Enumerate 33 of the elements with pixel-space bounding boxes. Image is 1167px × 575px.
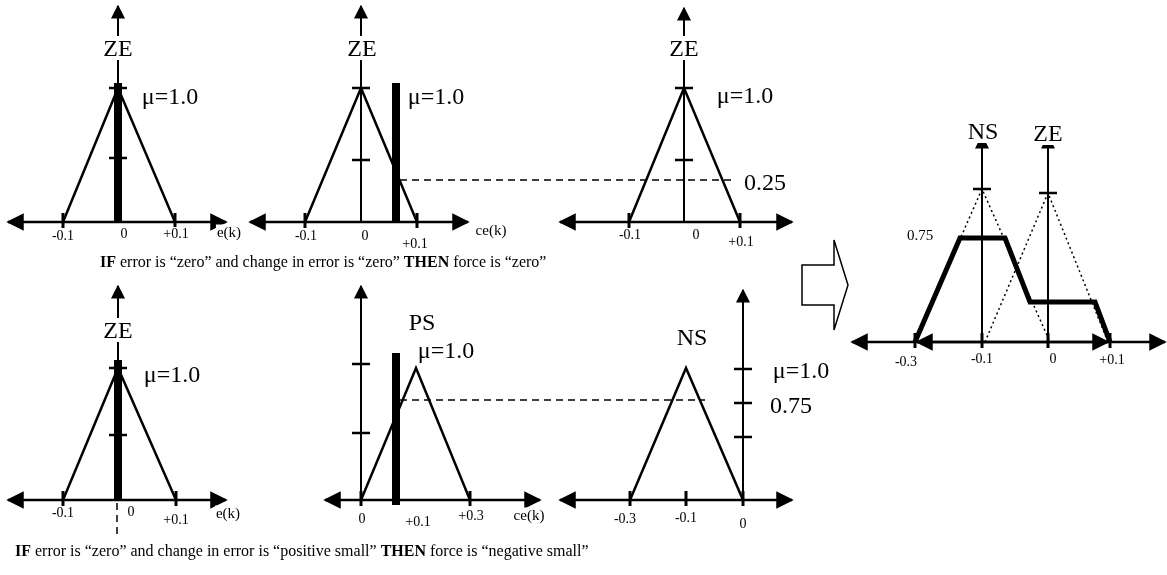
tick-label: 0 bbox=[1048, 352, 1058, 366]
tick-label: +0.3 bbox=[457, 509, 485, 523]
axis-label: ce(k) bbox=[512, 507, 546, 523]
tick-label: 0 bbox=[691, 228, 701, 242]
tick-label: 0 bbox=[738, 517, 748, 531]
tick-label: 0 bbox=[126, 505, 136, 519]
axis-label: ce(k) bbox=[474, 222, 508, 238]
tick-label: -0.1 bbox=[617, 228, 643, 242]
tick-label: +0.1 bbox=[162, 227, 190, 241]
tick-label: -0.1 bbox=[50, 229, 76, 243]
axis-label: e(k) bbox=[215, 224, 243, 240]
set-label: ZE bbox=[346, 36, 378, 60]
set-label: ZE bbox=[668, 36, 700, 60]
rule-sentence: IF error is “zero” and change in error is “zero” THEN force is “zero” bbox=[100, 254, 547, 270]
tick-label: +0.1 bbox=[162, 513, 190, 527]
tick-label: -0.1 bbox=[673, 511, 699, 525]
tick-label: -0.1 bbox=[50, 506, 76, 520]
tick-label: 0 bbox=[357, 512, 367, 526]
tick-label: -0.1 bbox=[969, 352, 995, 366]
value-label: 0.75 bbox=[905, 227, 935, 243]
set-label: ZE bbox=[102, 36, 134, 60]
tick-label: +0.1 bbox=[404, 515, 432, 529]
tick-label: -0.1 bbox=[293, 229, 319, 243]
set-label: ZE bbox=[102, 318, 134, 342]
tick-label: +0.1 bbox=[401, 237, 429, 251]
tick-label: +0.1 bbox=[1098, 353, 1126, 367]
tick-label: -0.3 bbox=[893, 355, 919, 369]
tick-label: 0 bbox=[119, 227, 129, 241]
axis-label: e(k) bbox=[214, 505, 242, 521]
tick-label: 0 bbox=[360, 229, 370, 243]
rule-sentence: IF error is “zero” and change in error is “positive small” THEN force is “negative small” bbox=[15, 543, 589, 559]
tick-label: +0.1 bbox=[727, 235, 755, 249]
tick-label: -0.3 bbox=[612, 512, 638, 526]
